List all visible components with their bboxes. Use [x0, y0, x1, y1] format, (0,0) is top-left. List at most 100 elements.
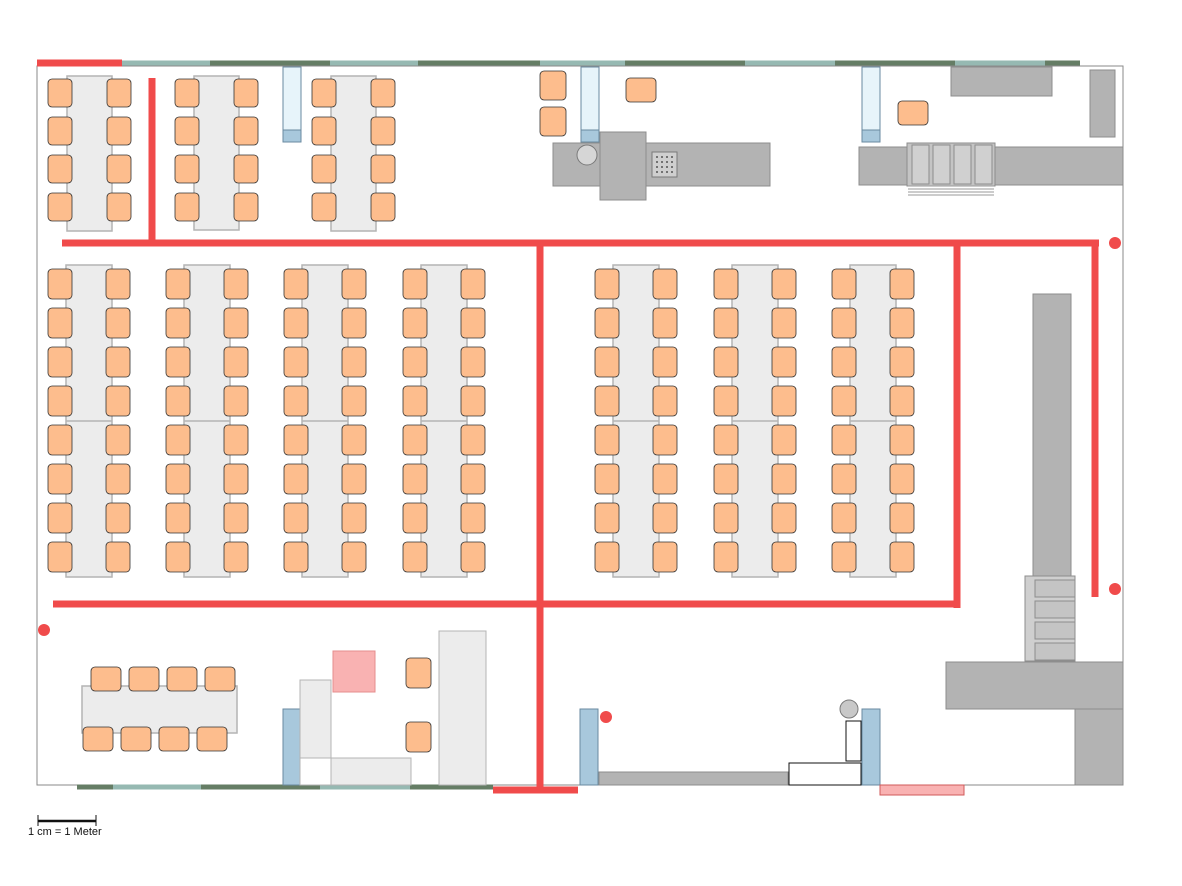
hall-right-chair — [831, 502, 857, 534]
hall-right-chair — [771, 346, 797, 378]
appliance-slot — [932, 144, 951, 185]
drain-dot — [661, 171, 663, 173]
hall-left-chair — [165, 346, 191, 378]
meeting-table — [81, 685, 238, 734]
hall-right-chair — [771, 268, 797, 300]
hall-left-chair — [47, 307, 73, 339]
window-top-4 — [540, 60, 625, 66]
hall-left-chair — [460, 424, 486, 456]
hall-left-chair — [223, 346, 249, 378]
hall-left-chair — [402, 463, 428, 495]
hall-left-chair — [223, 541, 249, 573]
bottom-rail — [598, 771, 789, 786]
window-bottom-4 — [320, 784, 410, 790]
hall-left-chair — [105, 268, 131, 300]
window-top-6 — [660, 60, 745, 66]
workroom-chair — [233, 78, 259, 108]
workroom-chair — [174, 78, 200, 108]
hall-left-chair — [283, 307, 309, 339]
hall-left-chair — [47, 346, 73, 378]
workroom-chair — [370, 192, 396, 222]
hall-left-chair — [460, 463, 486, 495]
stacked-unit — [1034, 642, 1076, 661]
pink-block — [332, 650, 376, 693]
window-top-9 — [955, 60, 1045, 66]
hall-left-chair — [105, 502, 131, 534]
hall-right-chair — [713, 346, 739, 378]
hall-left-chair — [47, 463, 73, 495]
tall-cabinet — [438, 630, 487, 786]
window-top-10 — [1045, 60, 1080, 66]
workroom-chair — [233, 116, 259, 146]
hall-left-chair — [402, 424, 428, 456]
hall-right-chair — [652, 502, 678, 534]
meeting-chair — [82, 726, 114, 752]
drain-dot — [671, 171, 673, 173]
hall-left-chair — [341, 541, 367, 573]
storage-unit — [299, 679, 332, 759]
workroom-table-0 — [66, 75, 113, 232]
hall-left-chair — [283, 463, 309, 495]
workroom-chair — [106, 116, 132, 146]
appliance-slot — [911, 144, 930, 185]
hall-left-chair — [460, 541, 486, 573]
hall-right-chair — [831, 268, 857, 300]
hall-right-chair — [771, 463, 797, 495]
hall-left-chair — [283, 346, 309, 378]
hall-left-chair — [341, 502, 367, 534]
hall-left-chair — [105, 307, 131, 339]
hall-left-chair — [105, 463, 131, 495]
stacked-unit — [1034, 600, 1076, 619]
drain-dot — [666, 171, 668, 173]
meeting-chair — [120, 726, 152, 752]
window-top-0 — [122, 60, 210, 66]
hall-left-chair — [165, 463, 191, 495]
hall-right-chair — [652, 424, 678, 456]
marker-dot — [1109, 583, 1121, 595]
hall-left-chair — [165, 424, 191, 456]
single-chair — [405, 721, 432, 753]
hall-left-chair — [47, 268, 73, 300]
scale-label: 1 cm = 1 Meter — [28, 826, 102, 838]
hall-left-chair — [47, 385, 73, 417]
drain-dot — [656, 166, 658, 168]
hall-right-chair — [771, 424, 797, 456]
cabinet — [1089, 69, 1116, 138]
workroom-chair — [233, 154, 259, 184]
hall-left-chair — [341, 463, 367, 495]
workroom-chair — [47, 116, 73, 146]
hall-left-chair — [460, 307, 486, 339]
window-bottom-5 — [410, 784, 493, 790]
drain-dot — [656, 161, 658, 163]
hall-right-chair — [594, 424, 620, 456]
wall-layer — [37, 59, 1099, 794]
long-counter — [1032, 293, 1072, 580]
workroom-chair — [233, 192, 259, 222]
hall-left-chair — [402, 307, 428, 339]
drain-dot — [666, 156, 668, 158]
stacked-unit — [1034, 579, 1076, 598]
table-layer — [65, 75, 897, 734]
single-chair — [539, 106, 567, 137]
hall-right-chair — [889, 307, 915, 339]
marker-layer — [38, 237, 1121, 723]
workroom-chair — [106, 78, 132, 108]
drain-dot — [671, 161, 673, 163]
hall-left-chair — [341, 424, 367, 456]
drain-dot — [671, 156, 673, 158]
workroom-chair — [370, 154, 396, 184]
hall-right-chair — [594, 541, 620, 573]
glass-door-base — [282, 129, 302, 143]
hall-right-chair — [889, 463, 915, 495]
low-cabinet — [330, 757, 412, 786]
glass-door-base — [580, 129, 600, 143]
hall-right-chair — [831, 346, 857, 378]
bottom-right-counter — [945, 661, 1124, 710]
workroom-table-2 — [330, 75, 377, 232]
hall-left-chair — [165, 541, 191, 573]
hall-right-chair — [771, 307, 797, 339]
workroom-chair — [311, 116, 337, 146]
hall-left-chair — [283, 424, 309, 456]
window-bottom-2 — [201, 784, 285, 790]
